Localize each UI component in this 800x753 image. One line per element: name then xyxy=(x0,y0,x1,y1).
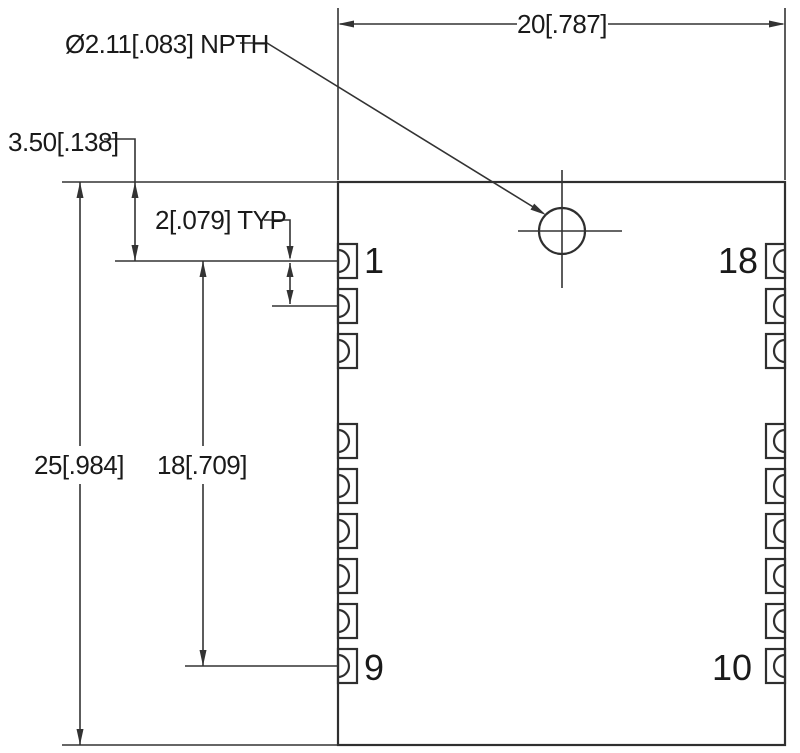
pad-half-hole xyxy=(772,473,786,499)
arrowhead-right xyxy=(769,20,785,28)
castellated-pad xyxy=(336,422,359,460)
height-label: 25[.984] xyxy=(34,450,124,480)
arrowhead-down xyxy=(286,290,294,304)
pad-half-hole xyxy=(337,563,351,589)
pad-half-hole xyxy=(772,608,786,634)
arrowhead-up xyxy=(286,263,294,277)
castellated-pad xyxy=(764,512,787,550)
arrowhead-down xyxy=(286,246,294,260)
dimension-pin1-offset: 3.50[.138] xyxy=(8,127,139,261)
castellated-pad xyxy=(764,467,787,505)
pitch-label: 2[.079] TYP xyxy=(155,205,286,235)
pad-half-hole xyxy=(337,518,351,544)
castellated-pad xyxy=(336,332,359,370)
arrowhead-up xyxy=(76,182,84,198)
castellated-pad xyxy=(336,512,359,550)
npth-label: Ø2.11[.083] NPTH xyxy=(65,29,269,59)
npth-leader-line xyxy=(240,42,544,214)
pad-half-hole xyxy=(772,248,786,274)
arrowhead-down xyxy=(199,650,207,666)
castellated-pad xyxy=(764,332,787,370)
npth-leader-arrowhead xyxy=(530,203,546,215)
pad-half-hole xyxy=(772,338,786,364)
dimension-pitch: 2[.079] TYP xyxy=(155,205,294,304)
castellated-pad xyxy=(336,467,359,505)
castellated-pad xyxy=(764,647,787,685)
pin-label-1: 1 xyxy=(364,240,384,281)
pad-half-hole xyxy=(337,608,351,634)
pad-half-hole xyxy=(337,653,351,679)
width-label: 20[.787] xyxy=(517,9,607,39)
pin1-offset-label: 3.50[.138] xyxy=(8,127,119,157)
castellated-pad xyxy=(764,287,787,325)
arrowhead-left xyxy=(338,20,354,28)
dimension-leader xyxy=(264,219,291,258)
pad-half-hole xyxy=(337,248,351,274)
pad-half-hole xyxy=(337,428,351,454)
castellated-pad xyxy=(336,602,359,640)
pin-centerlines xyxy=(115,260,338,667)
pad-half-hole xyxy=(772,293,786,319)
castellated-pad xyxy=(764,557,787,595)
arrowhead-up xyxy=(199,261,207,277)
pad-half-hole xyxy=(772,518,786,544)
castellated-pad xyxy=(764,602,787,640)
arrowhead-down xyxy=(131,245,139,261)
pad-half-hole xyxy=(772,428,786,454)
pad-column-right xyxy=(764,242,787,685)
pin-label-10: 10 xyxy=(712,647,752,688)
dimension-leader xyxy=(104,138,136,261)
pad-half-hole xyxy=(337,293,351,319)
dimension-height: 25[.984] xyxy=(34,181,338,746)
npth-hole-callout: Ø2.11[.083] NPTH xyxy=(65,29,622,288)
pad-half-hole xyxy=(337,473,351,499)
pin-span-label: 18[.709] xyxy=(157,450,247,480)
pad-half-hole xyxy=(337,338,351,364)
pin-label-18: 18 xyxy=(718,240,758,281)
dimension-width: 20[.787] xyxy=(337,8,786,180)
pad-half-hole xyxy=(772,653,786,679)
pad-half-hole xyxy=(772,563,786,589)
arrowhead-up xyxy=(131,182,139,198)
arrowhead-down xyxy=(76,729,84,745)
castellated-pad xyxy=(336,557,359,595)
pin-label-9: 9 xyxy=(364,647,384,688)
pin-labels: 1 18 9 10 xyxy=(364,240,758,688)
pad-column-left xyxy=(336,242,359,685)
castellated-pad xyxy=(764,422,787,460)
dimension-pin-span: 18[.709] xyxy=(157,261,247,666)
castellated-pad xyxy=(764,242,787,280)
